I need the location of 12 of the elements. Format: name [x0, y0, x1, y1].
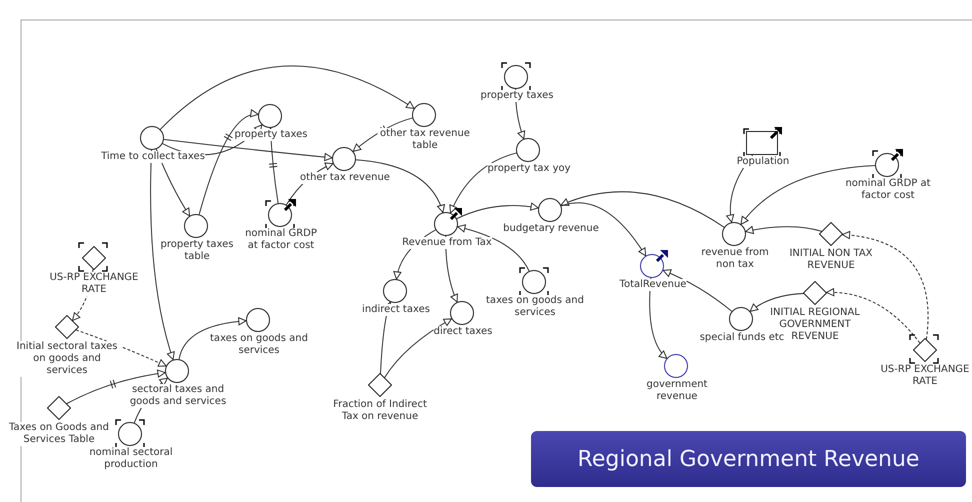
title-banner: Regional Government Revenue — [531, 431, 966, 487]
variable-label: TotalRevenue — [620, 279, 686, 291]
variable-label: property taxes — [234, 129, 308, 141]
variable-label: budgetary revenue — [503, 223, 599, 235]
variable-label: property tax yoy — [487, 163, 571, 175]
variable-label: Population — [736, 156, 790, 168]
variable-label: other tax revenue — [300, 172, 390, 184]
variable-label: Revenue from Tax — [402, 237, 492, 249]
variable-label: property taxes — [480, 90, 554, 102]
variable-label: special funds etc — [700, 332, 784, 344]
variable-label: indirect taxes — [362, 304, 430, 316]
variable-label: Time to collect taxes — [101, 151, 205, 163]
